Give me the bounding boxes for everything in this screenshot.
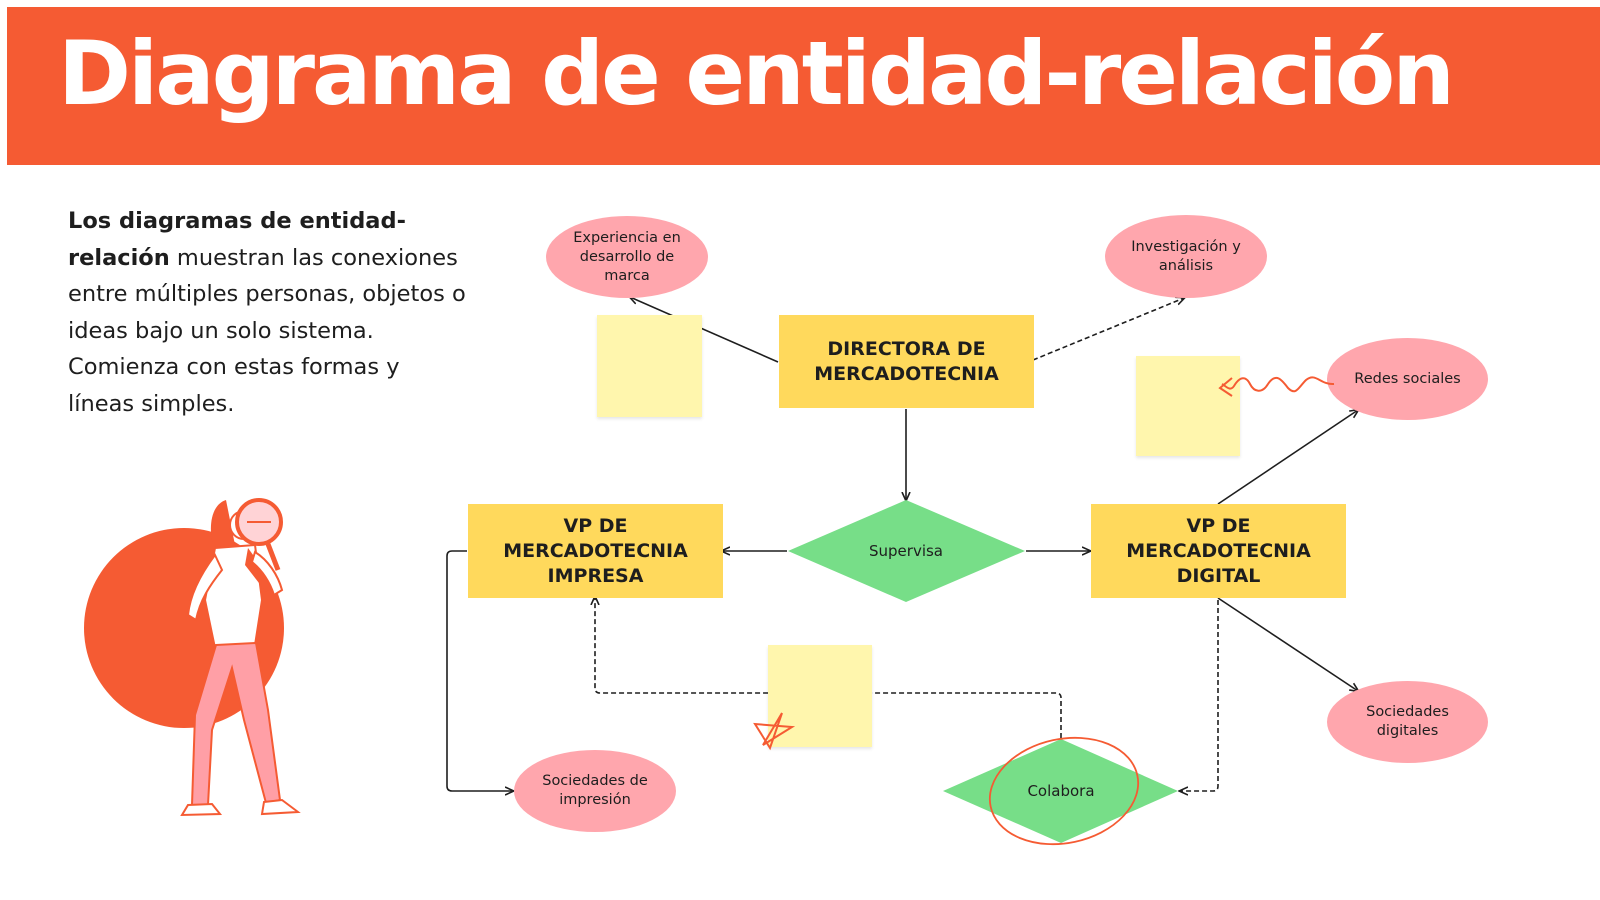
attribute-investigacion[interactable]: Investigación y análisis	[1105, 215, 1267, 298]
intro-bold-text: Los diagramas de entidad-relación	[68, 208, 406, 271]
sticky-note	[1136, 356, 1240, 456]
relationship-colabora[interactable]: Colabora	[1027, 782, 1095, 800]
attribute-sociedades-digitales[interactable]: Sociedades digitales	[1327, 681, 1488, 763]
entity-vp-digital[interactable]: VP DE MERCADOTECNIA DIGITAL	[1091, 504, 1346, 598]
line-vp-digital-sociedades	[1217, 597, 1358, 691]
page-title: Diagrama de entidad-relación	[58, 22, 1455, 125]
line-vp-print-sociedades	[446, 550, 513, 791]
line-vp-digital-colabora	[1180, 600, 1219, 791]
intro-paragraph: Los diagramas de entidad-relación muestr…	[68, 203, 468, 422]
line-director-investigacion	[1032, 298, 1184, 361]
diamond-supervisa	[788, 500, 1025, 602]
line-vp-digital-redes	[1217, 410, 1358, 505]
relationship-supervisa[interactable]: Supervisa	[869, 542, 943, 560]
entity-vp-impresa[interactable]: VP DE MERCADOTECNIA IMPRESA	[468, 504, 723, 598]
sticky-note	[597, 315, 702, 417]
attribute-redes-sociales[interactable]: Redes sociales	[1327, 338, 1488, 420]
attribute-experiencia[interactable]: Experiencia en desarrollo de marca	[546, 216, 708, 298]
squiggle-arrow-icon	[1221, 376, 1335, 393]
circle-doodle-icon	[988, 736, 1140, 846]
attribute-sociedades-impresion[interactable]: Sociedades de impresión	[514, 750, 676, 832]
title-banner	[7, 7, 1600, 165]
intro-body-text: muestran las conexiones entre múltiples …	[68, 244, 466, 417]
entity-directora[interactable]: DIRECTORA DE MERCADOTECNIA	[779, 315, 1034, 408]
star-doodle-icon	[753, 712, 796, 751]
diamond-colabora	[943, 739, 1178, 843]
line-director-experiencia	[630, 297, 779, 363]
